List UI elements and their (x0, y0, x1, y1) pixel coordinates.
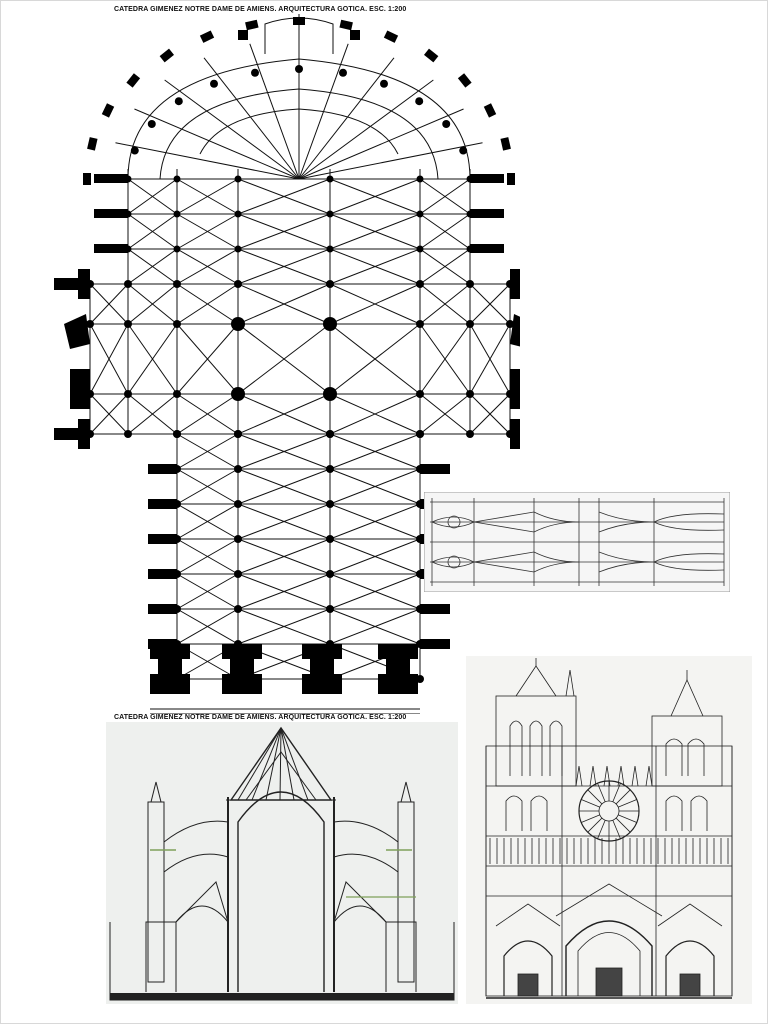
cross-section-drawing (106, 722, 458, 1004)
vault-detail-drawing (424, 492, 730, 592)
plan-caption: CATEDRA GIMENEZ NOTRE DAME DE AMIENS. AR… (114, 6, 407, 13)
section-caption: CATEDRA GIMENEZ NOTRE DAME DE AMIENS. AR… (114, 714, 407, 721)
west-facade-drawing (466, 656, 752, 1004)
floor-plan-drawing (54, 14, 520, 714)
